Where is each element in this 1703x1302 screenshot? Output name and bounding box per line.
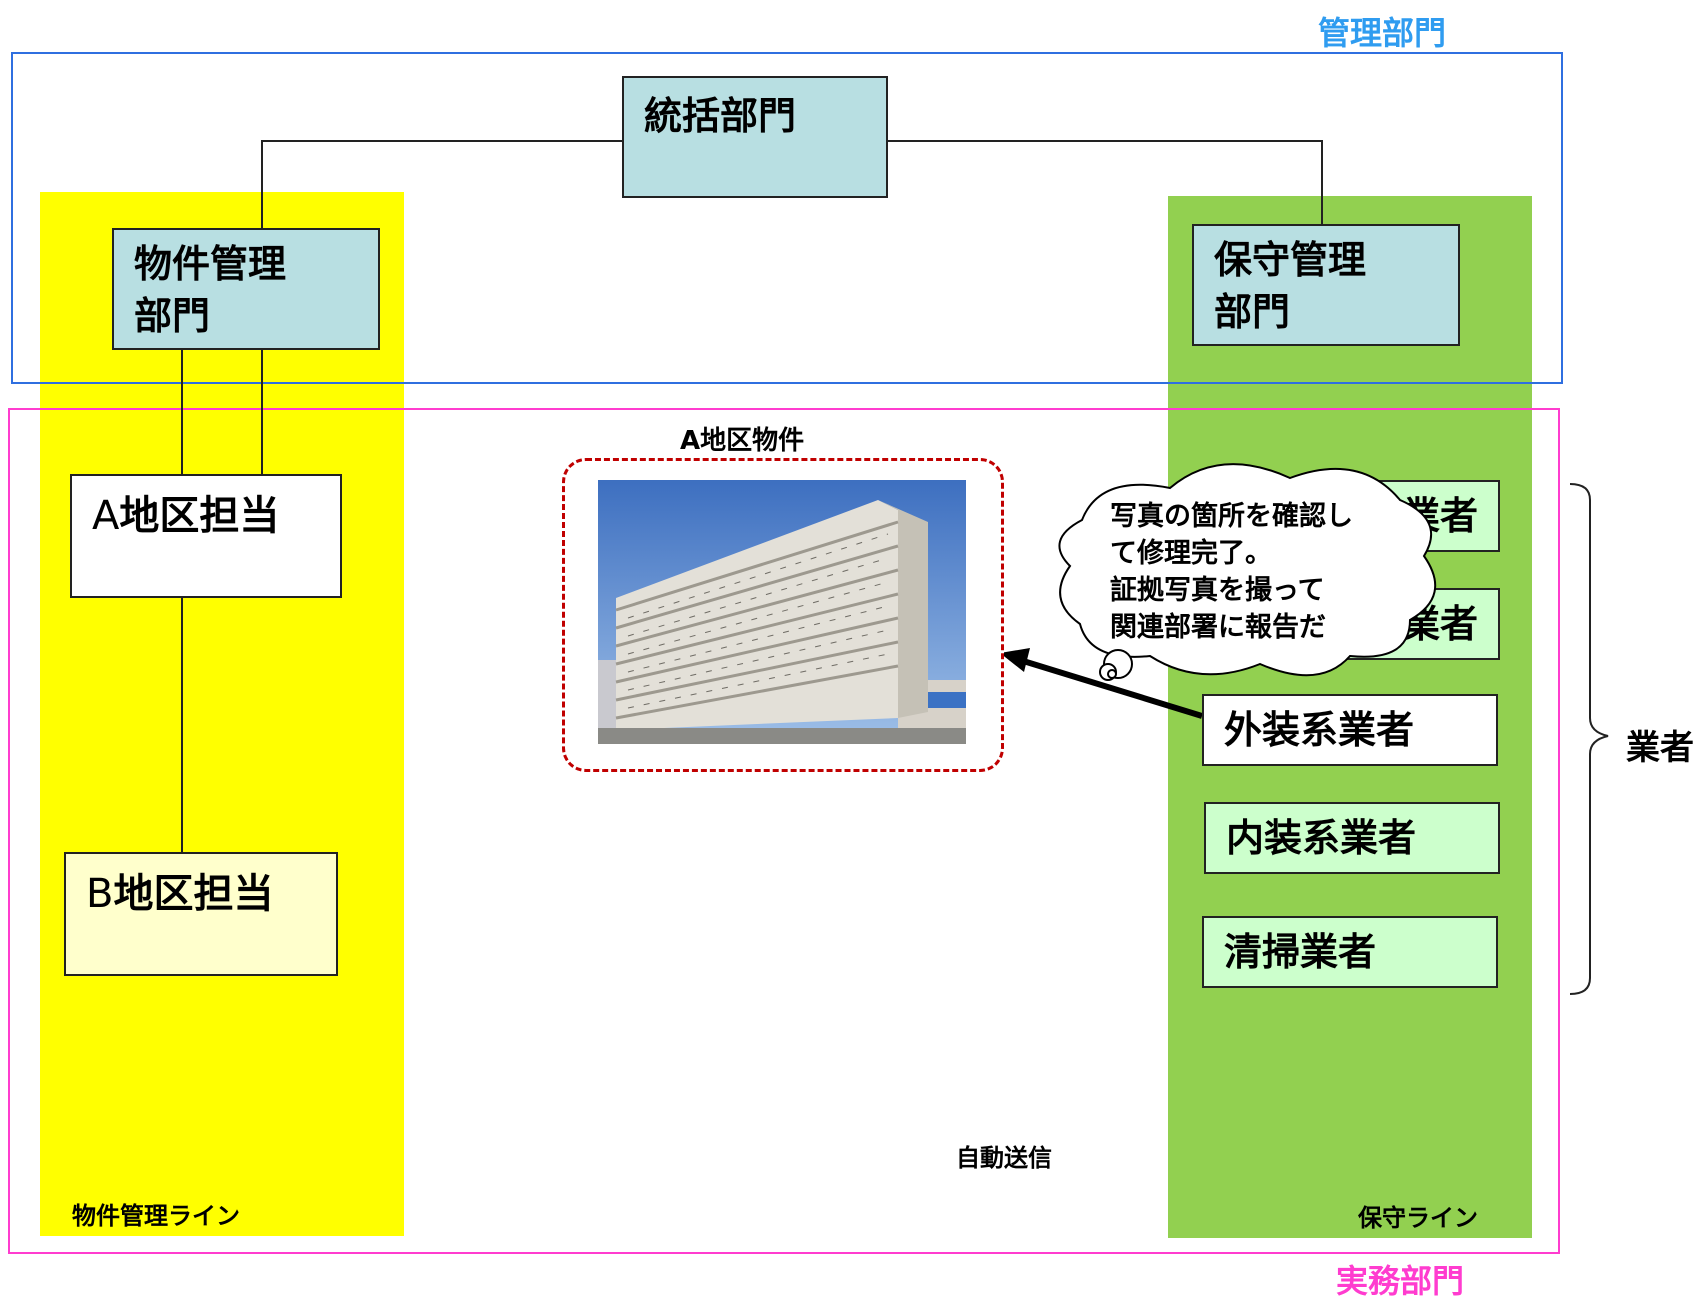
hq-department-box: 統括部門 xyxy=(622,76,888,198)
callout-line-1: 写真の箇所を確認し xyxy=(1110,501,1353,532)
maintenance-dept-label-line2: 部門 xyxy=(1214,290,1291,334)
connector-hq-property xyxy=(261,140,622,228)
hq-department-label: 統括部門 xyxy=(644,94,797,138)
property-photo-title: A地区物件 xyxy=(680,426,805,456)
b-area-label: 地区担当 xyxy=(113,871,274,917)
cleaning-vendor-label: 清掃業者 xyxy=(1224,930,1377,974)
auto-send-label: 自動送信 xyxy=(956,1144,1052,1172)
exterior-vendor-label: 外装系業者 xyxy=(1224,708,1415,752)
a-area-staff-box: A地区担当 xyxy=(70,474,342,598)
operations-region-frame xyxy=(8,408,1560,1254)
property-dept-label-line2: 部門 xyxy=(134,294,211,338)
exterior-vendor-box: 外装系業者 xyxy=(1202,694,1498,766)
management-region-label: 管理部門 xyxy=(1318,14,1447,52)
maintenance-line-label: 保守ライン xyxy=(1358,1204,1478,1232)
a-area-letter: A xyxy=(92,493,120,539)
callout-line-3: 証拠写真を撮って xyxy=(1110,575,1325,606)
maintenance-dept-label-line1: 保守管理 xyxy=(1214,238,1367,282)
callout-line-4: 関連部署に報告だ xyxy=(1110,612,1326,643)
callout-text: 写真の箇所を確認し て修理完了。 証拠写真を撮って 関連部署に報告だ xyxy=(1110,498,1400,646)
property-line-label: 物件管理ライン xyxy=(72,1202,240,1230)
building-photo xyxy=(598,480,966,744)
property-management-dept-box: 物件管理 部門 xyxy=(112,228,380,350)
maintenance-management-dept-box: 保守管理 部門 xyxy=(1192,224,1460,346)
property-dept-label-line1: 物件管理 xyxy=(134,242,287,286)
callout-line-2: て修理完了。 xyxy=(1110,538,1272,569)
cloud-shape xyxy=(1058,463,1437,677)
vendors-bracket xyxy=(1569,483,1609,995)
interior-vendor-box: 内装系業者 xyxy=(1204,802,1500,874)
a-area-label: 地区担当 xyxy=(119,493,280,539)
b-area-staff-box: B地区担当 xyxy=(64,852,338,976)
cloud-tail-bubble-small xyxy=(1107,669,1117,679)
vendors-group-label: 業者 xyxy=(1626,728,1694,768)
property-line-lane xyxy=(40,192,404,1236)
management-region-frame xyxy=(11,52,1563,384)
interior-vendor-label: 内装系業者 xyxy=(1226,816,1417,860)
connector-hq-maintenance xyxy=(888,140,1323,224)
b-area-letter: B xyxy=(86,871,114,917)
cleaning-vendor-box: 清掃業者 xyxy=(1202,916,1498,988)
exterior-to-photo-arrow xyxy=(1000,648,1203,719)
